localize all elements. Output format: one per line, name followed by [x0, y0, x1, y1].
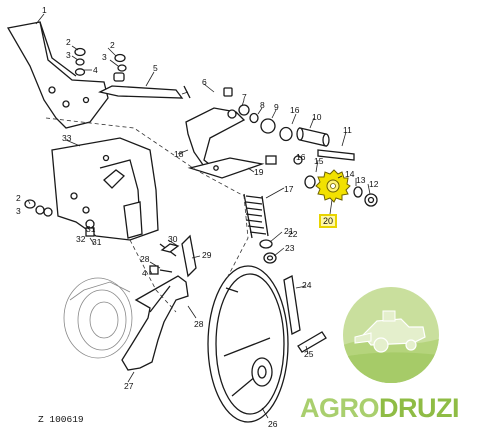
- label-part-31b: 31: [92, 237, 102, 247]
- cotter-pin: [183, 85, 233, 99]
- label-part-13: 13: [356, 175, 366, 185]
- figure-reference: Z 100619: [38, 414, 84, 425]
- highlighted-part-label: 20: [322, 216, 333, 226]
- label-part-8: 8: [260, 100, 265, 110]
- label-part-30: 30: [168, 234, 178, 244]
- label-part-2a: 2: [66, 37, 71, 47]
- label-part-16b: 16: [296, 152, 306, 162]
- label-part-31a: 31: [86, 224, 96, 234]
- label-part-29: 29: [202, 250, 212, 260]
- spring-nuts: [259, 239, 277, 264]
- label-part-19: 19: [254, 167, 264, 177]
- label-part-1: 1: [42, 5, 47, 15]
- label-part-18: 18: [174, 149, 184, 159]
- label-part-7: 7: [242, 92, 247, 102]
- highlight-frame: [319, 214, 337, 228]
- label-part-3c: 3: [16, 206, 21, 216]
- tension-spring: [243, 193, 269, 239]
- brand-wordmark: AGRODRUZI: [300, 392, 460, 424]
- label-part-6: 6: [202, 77, 207, 87]
- label-part-32: 32: [76, 234, 86, 244]
- label-part-28a: 28: [140, 254, 150, 264]
- background-drum: [63, 277, 133, 359]
- label-part-2b: 2: [110, 40, 115, 50]
- label-part-25: 25: [304, 349, 314, 359]
- nut-washer-set: [304, 175, 378, 207]
- label-part-21: 21: [284, 226, 294, 236]
- label-part-15: 15: [314, 156, 324, 166]
- label-part-26: 26: [268, 419, 278, 429]
- label-part-14: 14: [345, 169, 355, 179]
- hardware-left: [24, 199, 95, 237]
- brand-part-1: AGRO: [300, 393, 380, 423]
- label-part-28b: 28: [194, 319, 204, 329]
- sprocket-gear: [315, 169, 351, 203]
- label-part-27: 27: [124, 381, 134, 391]
- main-side-plate: [51, 137, 159, 241]
- lower-lever-arm: [121, 275, 189, 371]
- label-part-22: 22: [288, 229, 298, 239]
- mounting-bracket: [6, 21, 109, 129]
- label-part-16: 16: [290, 105, 300, 115]
- pulley-wheel: [207, 265, 289, 423]
- brand-part-2: DRUZI: [379, 393, 460, 423]
- guide-rail: [283, 275, 327, 353]
- combine-harvester-icon: [343, 287, 439, 383]
- link-rod: [98, 85, 189, 99]
- label-part-12: 12: [369, 179, 379, 189]
- label-part-11: 11: [343, 125, 352, 135]
- label-part-9: 9: [274, 102, 279, 112]
- shaft-hardware: [238, 104, 355, 165]
- label-part-24: 24: [302, 280, 312, 290]
- pivot-link: [149, 234, 197, 278]
- label-part-4: 4: [93, 65, 98, 75]
- tension-lever: [185, 107, 246, 173]
- support-plate: [187, 157, 265, 179]
- leader-lines: [27, 13, 371, 419]
- label-part-3a: 3: [66, 50, 71, 60]
- label-part-5: 5: [153, 63, 158, 73]
- label-part-4b: 4: [142, 268, 147, 278]
- part-labels: 1 2 3 4 2 3 5 6 7 8 9 16 10 11 18 19 16 …: [16, 5, 379, 429]
- label-part-3b: 3: [102, 52, 107, 62]
- label-part-23: 23: [285, 243, 295, 253]
- label-part-33: 33: [62, 133, 72, 143]
- label-part-10: 10: [312, 112, 322, 122]
- label-part-17: 17: [284, 184, 294, 194]
- hardware-top-left: [74, 47, 127, 82]
- label-part-2c: 2: [16, 193, 21, 203]
- assembly-guides: [45, 117, 249, 313]
